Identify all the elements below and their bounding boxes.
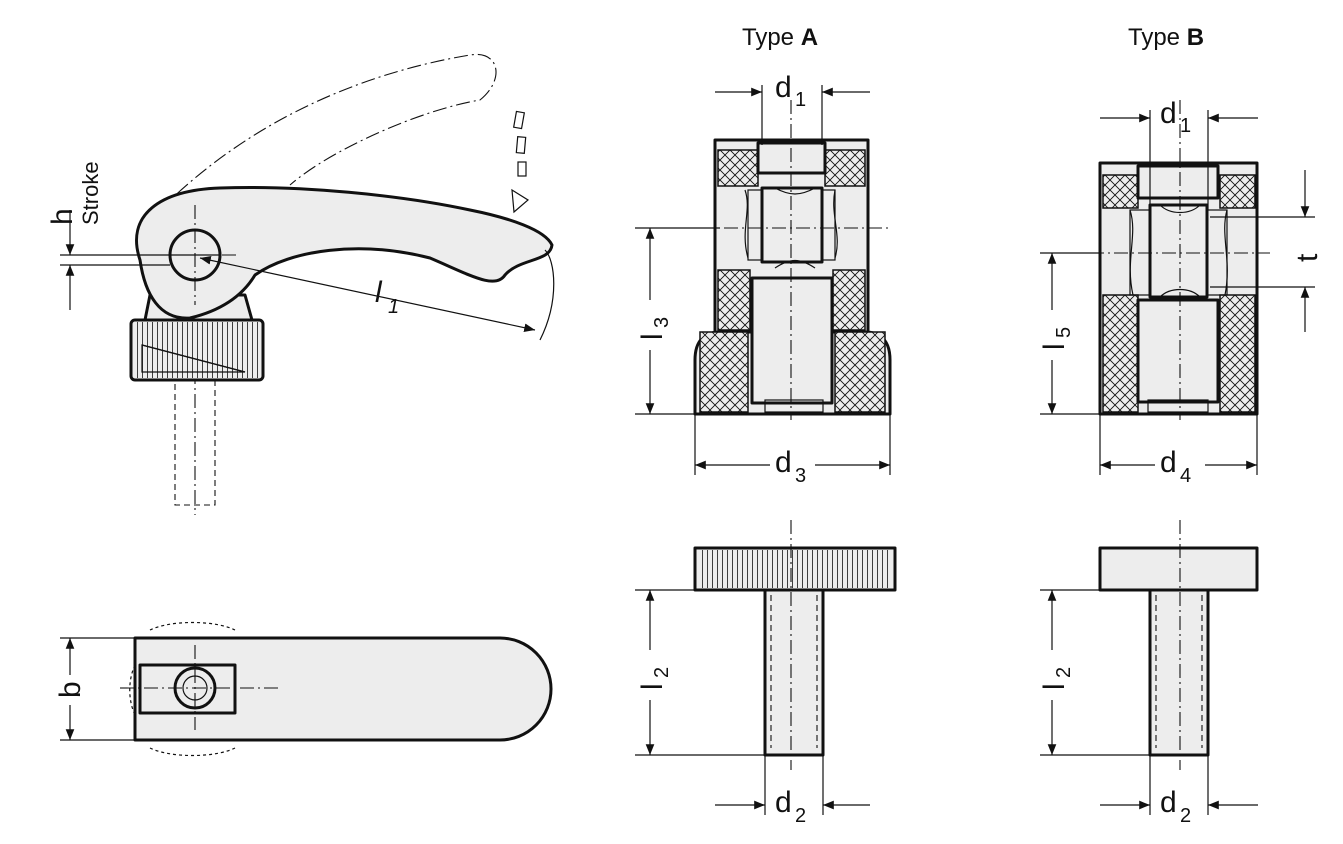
- d4-sub: 4: [1180, 465, 1191, 487]
- l3-sub: 3: [651, 317, 673, 328]
- svg-text:Type A: Type A: [742, 24, 818, 51]
- lever-side-view: Stroke h l 1: [46, 53, 555, 515]
- type-b-stud: l 2 d 2: [1038, 520, 1259, 827]
- d1-sub-b: 1: [1180, 115, 1191, 137]
- type-a-title: Type A: [742, 24, 818, 51]
- lever-top-view: b: [54, 621, 553, 757]
- stroke-label: Stroke: [78, 161, 103, 225]
- h-label: h: [46, 208, 79, 225]
- d4-label: d: [1160, 446, 1177, 479]
- d1-label-a: d: [775, 71, 792, 104]
- d1-label-b: d: [1160, 97, 1177, 130]
- l5-sub: 5: [1053, 327, 1075, 338]
- type-b-section: d 1 t l 5 d 4: [1038, 97, 1324, 487]
- l1-sub: 1: [388, 296, 399, 318]
- d3-label: d: [775, 446, 792, 479]
- type-a-stud: l 2 d 2: [635, 520, 897, 827]
- l2-sub-b: 2: [1053, 667, 1075, 678]
- d2-label-b: d: [1160, 786, 1177, 819]
- l3-label: l: [636, 333, 669, 340]
- b-label: b: [54, 681, 87, 698]
- d2-sub-a: 2: [795, 805, 806, 827]
- d2-sub-b: 2: [1180, 805, 1191, 827]
- l2-sub-a: 2: [651, 667, 673, 678]
- svg-text:Type B: Type B: [1128, 24, 1204, 51]
- d2-label-a: d: [775, 786, 792, 819]
- l2-label-a: l: [636, 683, 669, 690]
- d1-sub-a: 1: [795, 89, 806, 111]
- rotation-arrow: [511, 110, 530, 214]
- d3-sub: 3: [795, 465, 806, 487]
- l5-label: l: [1038, 343, 1071, 350]
- type-a-section: d 1 l 3 d 3: [635, 71, 892, 487]
- l2-label-b: l: [1038, 683, 1071, 690]
- t-label: t: [1291, 253, 1324, 262]
- l1-label: l: [375, 276, 383, 309]
- type-b-title: Type B: [1128, 24, 1204, 51]
